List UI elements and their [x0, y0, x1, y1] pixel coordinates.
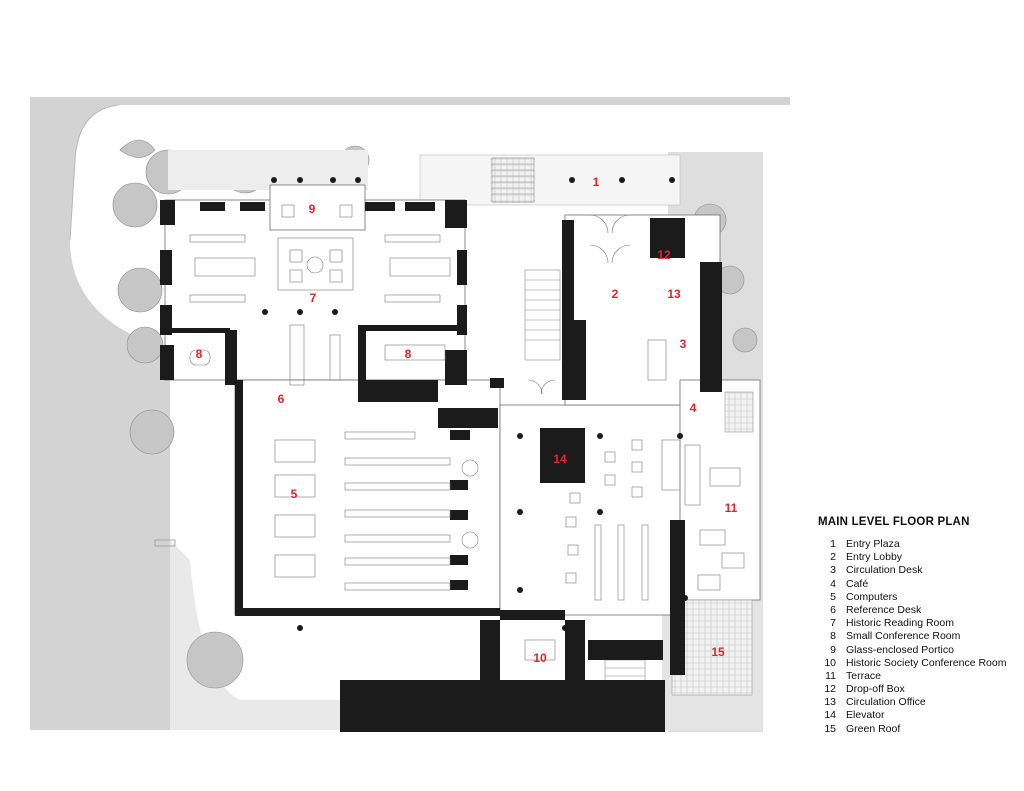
legend-number: 4 — [830, 577, 836, 590]
room-number-10: 10 — [533, 651, 547, 665]
furniture — [189, 204, 745, 661]
legend-number: 14 — [824, 709, 836, 722]
legend-title: MAIN LEVEL FLOOR PLAN — [818, 516, 970, 528]
legend-number: 5 — [830, 590, 836, 603]
legend-number: 10 — [824, 656, 836, 669]
legend-item: 7 Historic Reading Room — [818, 617, 1018, 630]
legend-item: 8 Small Conference Room — [818, 630, 1018, 643]
room-number-11: 11 — [725, 501, 738, 515]
room-number-labels: 1 2 3 4 5 6 7 8 8 9 10 11 12 13 14 15 — [196, 175, 738, 665]
legend-item: 14 Elevator — [818, 709, 1018, 722]
walls — [160, 200, 722, 732]
legend-item: 5 Computers — [818, 591, 1018, 604]
room-number-2: 2 — [612, 287, 619, 301]
floor-plan-legend: MAIN LEVEL FLOOR PLAN 1 Entry Plaza 2 Entr… — [818, 516, 1018, 736]
legend-label: Glass-enclosed Portico — [846, 643, 954, 656]
legend-item: 2 Entry Lobby — [818, 551, 1018, 564]
room-number-14: 14 — [553, 452, 567, 466]
room-number-4: 4 — [690, 401, 697, 415]
green-roof-area — [671, 599, 753, 696]
legend-item: 1 Entry Plaza — [818, 538, 1018, 551]
legend-label: Small Conference Room — [846, 630, 961, 643]
legend-label: Elevator — [846, 709, 885, 722]
legend-label: Terrace — [846, 669, 882, 682]
legend-item: 9 Glass-enclosed Portico — [818, 644, 1018, 657]
room-number-12: 12 — [657, 248, 671, 262]
legend-number: 13 — [824, 696, 836, 709]
legend-item: 10 Historic Society Conference Room — [818, 657, 1018, 670]
legend-item: 6 Reference Desk — [818, 604, 1018, 617]
legend-list: 1 Entry Plaza 2 Entry Lobby 3 Circulation D… — [818, 538, 1018, 736]
room-number-7: 7 — [310, 291, 317, 305]
legend-item: 4 Café — [818, 578, 1018, 591]
legend-number: 3 — [830, 564, 836, 577]
legend-label: Circulation Desk — [846, 564, 923, 577]
legend-number: 7 — [830, 617, 836, 630]
paving — [168, 150, 681, 206]
legend-item: 13 Circulation Office — [818, 696, 1018, 709]
room-number-3: 3 — [680, 337, 687, 351]
legend-number: 12 — [824, 683, 836, 696]
room-number-9: 9 — [309, 202, 316, 216]
legend-number: 1 — [830, 538, 836, 550]
legend-label: Historic Society Conference Room — [846, 656, 1007, 669]
legend-label: Reference Desk — [846, 603, 922, 616]
legend-number: 11 — [825, 669, 836, 682]
room-number-5: 5 — [291, 487, 298, 501]
columns — [262, 177, 688, 631]
room-number-6: 6 — [278, 392, 285, 406]
legend-label: Green Roof — [846, 722, 901, 735]
room-number-8-west: 8 — [196, 347, 203, 361]
legend-number: 2 — [830, 551, 836, 564]
legend-label: Entry Lobby — [846, 551, 903, 564]
legend-label: Historic Reading Room — [846, 617, 954, 630]
legend-label: Circulation Office — [846, 696, 926, 709]
legend-label: Computers — [846, 590, 898, 603]
room-number-8-east: 8 — [405, 347, 412, 361]
legend-number: 9 — [830, 643, 836, 656]
legend-number: 8 — [830, 630, 836, 643]
legend-number: 6 — [830, 603, 836, 616]
terrace-deck — [724, 391, 754, 433]
legend-label: Café — [846, 577, 869, 590]
legend-item: 15 Green Roof — [818, 723, 1018, 736]
legend-item: 3 Circulation Desk — [818, 564, 1018, 577]
room-number-13: 13 — [667, 287, 681, 301]
doors — [527, 214, 631, 395]
legend-label: Drop-off Box — [846, 683, 905, 696]
room-number-15: 15 — [711, 645, 725, 659]
legend-item: 11 Terrace — [818, 670, 1018, 683]
room-number-1: 1 — [593, 175, 600, 189]
legend-label: Entry Plaza — [846, 538, 900, 550]
legend-item: 12 Drop-off Box — [818, 683, 1018, 696]
legend-number: 15 — [824, 722, 836, 735]
